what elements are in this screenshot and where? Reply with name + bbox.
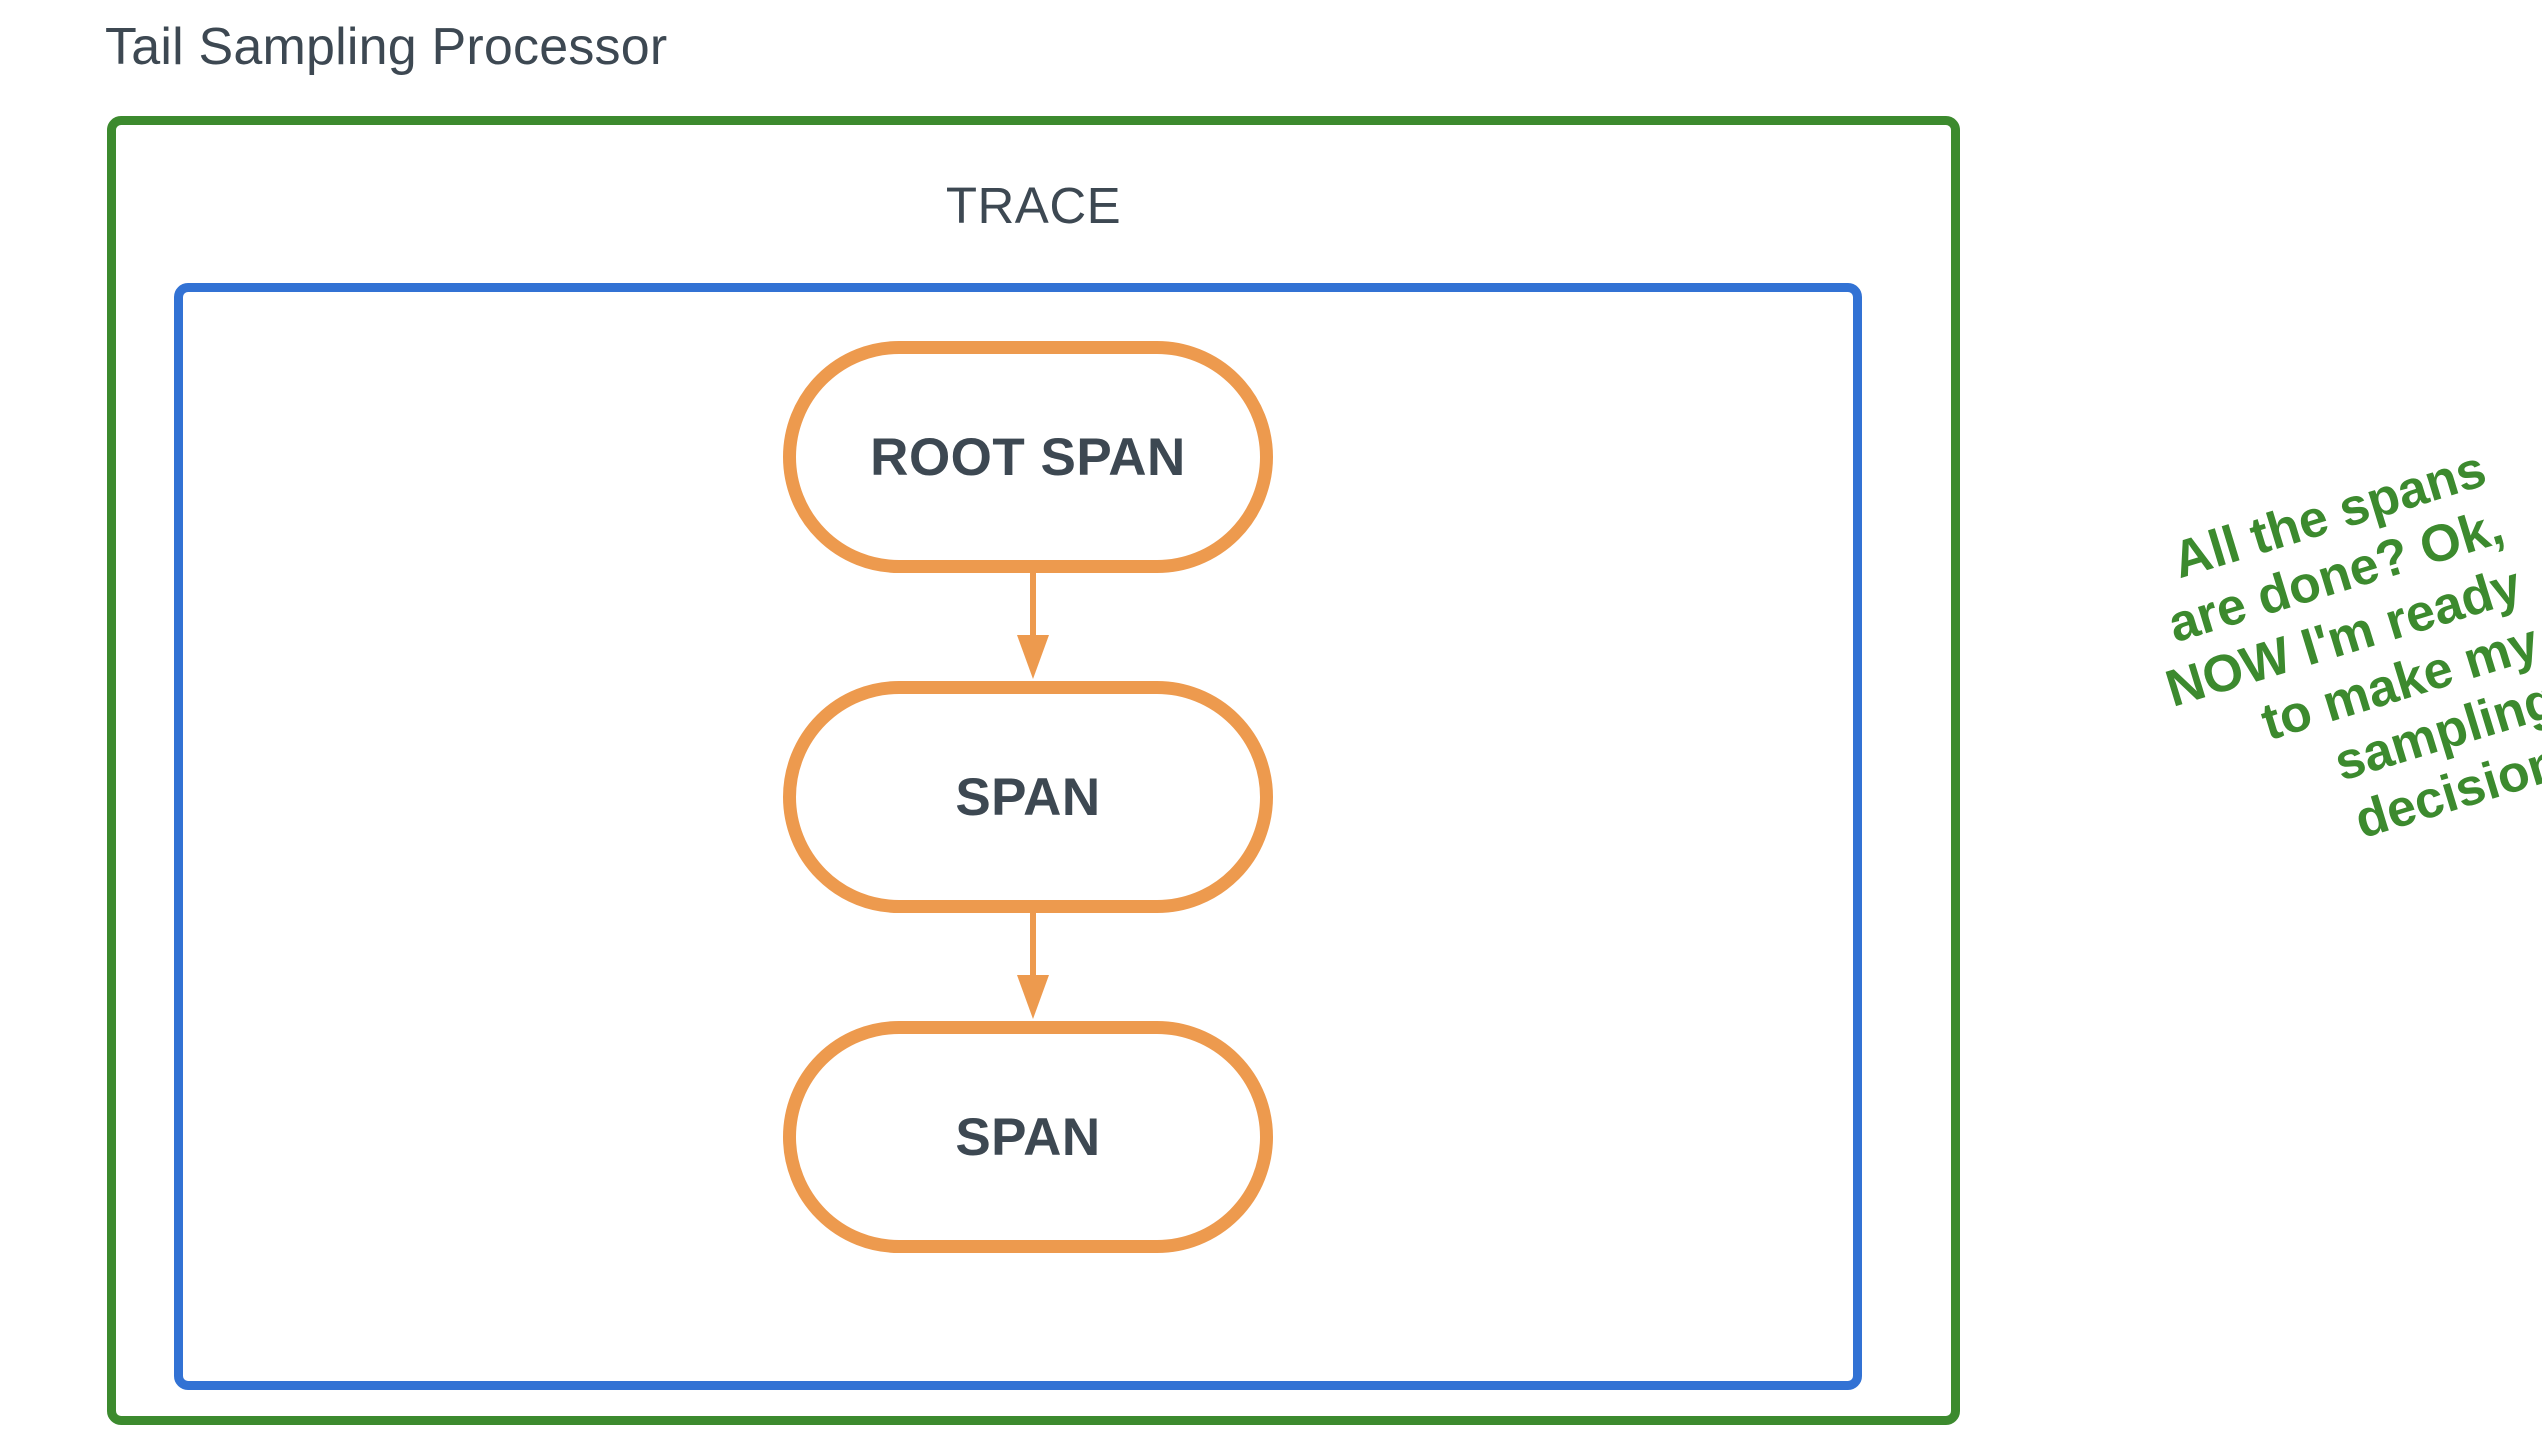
- span-label: SPAN: [955, 1107, 1101, 1167]
- arrow-root-to-span-1: [1017, 573, 1049, 679]
- trace-label: TRACE: [945, 177, 1122, 234]
- span-node-2[interactable]: SPAN: [783, 1021, 1273, 1253]
- arrow-span-1-to-span-2: [1017, 913, 1049, 1019]
- span-label: SPAN: [955, 767, 1101, 827]
- page-title: Tail Sampling Processor: [105, 18, 668, 76]
- span-label: ROOT SPAN: [870, 427, 1186, 487]
- tail-sampling-processor-boundary: TRACE ROOT SPAN SPAN SPAN: [107, 116, 1960, 1425]
- trace-boundary: ROOT SPAN SPAN SPAN: [174, 283, 1862, 1390]
- span-node-root[interactable]: ROOT SPAN: [783, 341, 1273, 573]
- span-node-1[interactable]: SPAN: [783, 681, 1273, 913]
- span-chain: ROOT SPAN SPAN SPAN: [183, 292, 1853, 1381]
- sampling-decision-annotation: All the spans are done? Ok, NOW I'm read…: [1959, 439, 2542, 943]
